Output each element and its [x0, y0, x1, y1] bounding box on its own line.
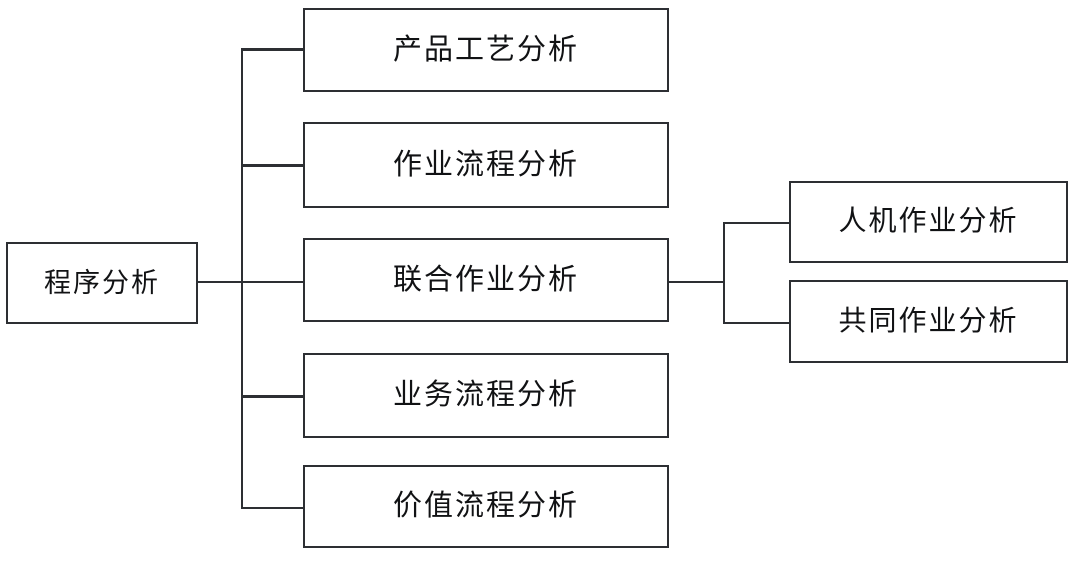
node-root-label: 程序分析: [44, 267, 160, 298]
node-sub-branch-2-label: 共同作业分析: [838, 305, 1019, 337]
node-branch-1-label: 产品工艺分析: [392, 33, 579, 66]
node-branch-4-label: 业务流程分析: [392, 379, 579, 411]
connector-branch-3: [240, 280, 304, 283]
node-branch-5[interactable]: 价值流程分析: [303, 465, 669, 548]
node-branch-2-label: 作业流程分析: [392, 148, 579, 181]
node-branch-3-label: 联合作业分析: [392, 263, 579, 296]
connector-main-trunk: [240, 48, 243, 509]
node-sub-branch-2[interactable]: 共同作业分析: [789, 280, 1068, 363]
connector-branch-4: [240, 395, 304, 398]
node-branch-5-label: 价值流程分析: [392, 490, 579, 522]
node-branch-2[interactable]: 作业流程分析: [303, 122, 669, 208]
connector-branch-1: [240, 48, 304, 51]
connector-sub-trunk: [722, 222, 725, 322]
connector-branch-5: [240, 506, 304, 509]
connector-root-to-trunk: [198, 280, 243, 283]
node-branch-3[interactable]: 联合作业分析: [303, 238, 669, 322]
node-sub-branch-1[interactable]: 人机作业分析: [789, 181, 1068, 263]
connector-sub-branch-2: [722, 321, 790, 324]
connector-joint-to-subtrunk: [669, 280, 724, 283]
node-branch-1[interactable]: 产品工艺分析: [303, 8, 669, 92]
node-root[interactable]: 程序分析: [6, 242, 198, 324]
connector-branch-2: [240, 164, 304, 167]
connector-sub-branch-1: [722, 221, 790, 224]
node-sub-branch-1-label: 人机作业分析: [838, 206, 1019, 237]
node-branch-4[interactable]: 业务流程分析: [303, 353, 669, 438]
